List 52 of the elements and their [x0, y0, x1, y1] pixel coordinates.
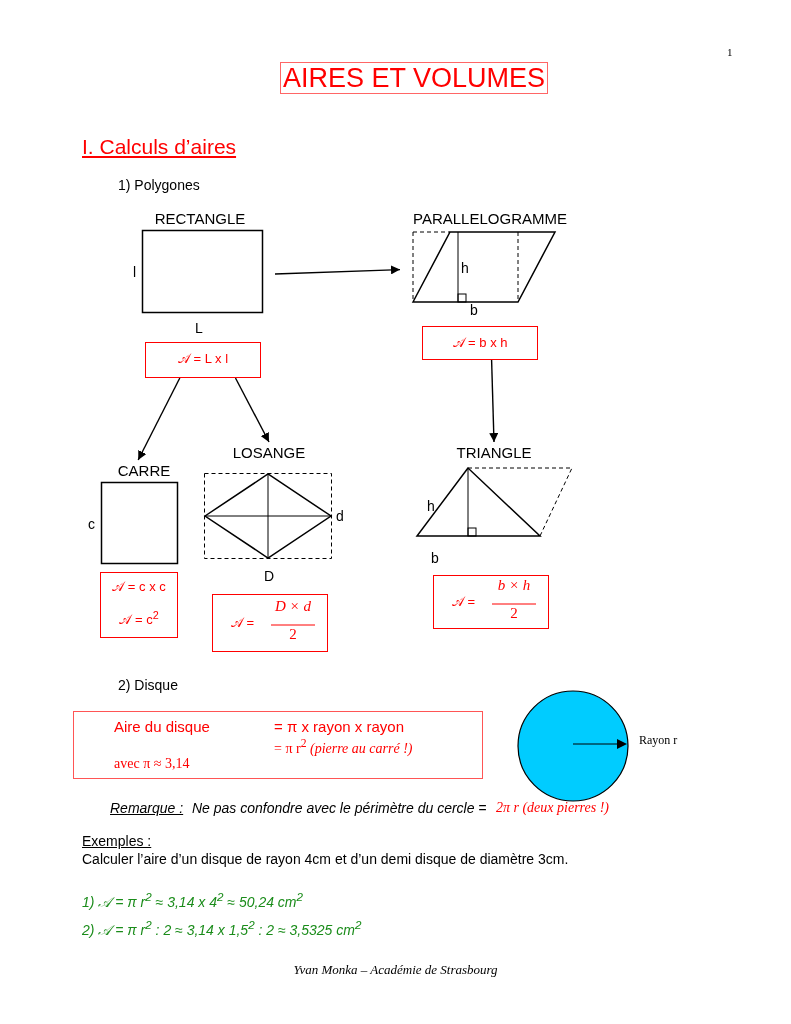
formula-box — [433, 575, 549, 629]
side-label: b — [431, 550, 439, 566]
formula-line: avec π ≈ 3,14 — [114, 756, 190, 772]
note-formula: 2π r (deux pierres !) — [496, 800, 610, 816]
examples-heading: Exemples : — [82, 833, 152, 849]
side-label: l — [133, 264, 137, 280]
shape-name: PARALLELOGRAMME — [412, 210, 568, 227]
shape-name: RECTANGLE — [153, 210, 247, 227]
area-formula: 𝒜 = L x l — [176, 351, 230, 367]
side-label: h — [427, 498, 435, 514]
area-formula: 𝒜 = c x c — [111, 579, 167, 595]
side-label: L — [195, 320, 203, 336]
formula-line: = π x rayon x rayon — [274, 718, 404, 735]
side-label: Rayon r — [639, 733, 678, 748]
side-label: d — [336, 508, 344, 524]
exercise-text: Calculer l’aire d’un disque de rayon 4cm et d’un demi disque de diamètre 3cm. — [82, 851, 569, 867]
formula-box — [212, 594, 328, 652]
page-footer: Yvan Monka – Académie de Strasbourg — [0, 962, 791, 978]
formula-box — [422, 326, 538, 360]
side-label: D — [264, 568, 275, 584]
subsection-heading: 1) Polygones — [118, 177, 200, 193]
formula-heading: Aire du disque — [114, 718, 210, 735]
note-text: Ne pas confondre avec le périmètre du cercle = — [192, 800, 487, 816]
section-heading: I. Calculs d’aires — [82, 135, 237, 159]
area-formula: 𝒜 = — [231, 615, 255, 631]
area-formula: 𝒜 = — [452, 594, 476, 610]
page-title: AIRES ET VOLUMES — [280, 62, 549, 94]
worked-answer: 2) 𝒜 = π r$^{2}$ : 2 ≈ 3,14 x 1,5$^{2}$ : 2 ≈ 3,5325 cm$^{2}$ — [82, 918, 362, 939]
page-number: 1 — [727, 46, 733, 58]
arrow — [489, 359, 499, 443]
arrow — [137, 377, 181, 461]
subsection-heading: 2) Disque — [118, 677, 178, 693]
fraction-numerator: D × d — [274, 598, 312, 615]
formula-box — [100, 572, 178, 638]
arrow — [234, 377, 270, 443]
arrow — [274, 265, 401, 275]
fraction-numerator: b × h — [496, 577, 532, 594]
shape-name: LOSANGE — [231, 444, 307, 461]
area-formula: 𝒜 = b x h — [451, 335, 509, 351]
formula-box — [145, 342, 261, 378]
formula-line: = π r$^{2}$ (pierre au carré !) — [274, 737, 413, 757]
formula-box — [73, 711, 483, 779]
shape-name: CARRE — [116, 462, 172, 479]
fraction-denominator: 2 — [288, 626, 298, 643]
side-label: b — [470, 302, 478, 318]
fraction-denominator: 2 — [509, 605, 519, 622]
area-formula: 𝒜 = c$^{2}$ — [118, 609, 160, 629]
side-label: c — [88, 516, 95, 532]
worked-answer: 1) 𝒜 = π r$^{2}$ ≈ 3,14 x 4$^{2}$ ≈ 50,24 cm$^{2}$ — [82, 890, 304, 911]
shape-name: TRIANGLE — [455, 444, 533, 461]
side-label: h — [461, 260, 469, 276]
note-heading: Remarque : — [110, 800, 184, 816]
